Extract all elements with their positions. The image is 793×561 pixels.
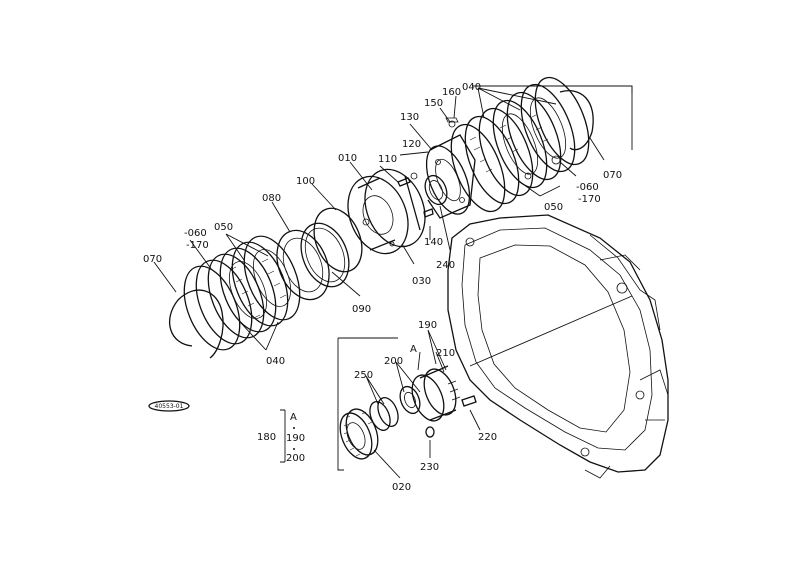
callout-170-left: -170 — [186, 240, 209, 251]
callout-020: 020 — [392, 482, 411, 493]
callout-240: 240 — [436, 260, 455, 271]
piston-housing — [425, 134, 476, 219]
clutch-drum — [347, 168, 426, 255]
legend-item-190: 190 — [286, 433, 305, 444]
gear-020 — [339, 408, 379, 460]
seal-rings-250 — [369, 397, 399, 431]
seal-ring — [424, 174, 448, 206]
ring-090 — [300, 222, 350, 288]
callout-130: 130 — [400, 112, 419, 123]
snap-ring-100 — [313, 207, 363, 273]
callout-080: 080 — [262, 193, 281, 204]
callout-180: 180 — [257, 432, 276, 443]
callout-060-left: -060 — [184, 228, 207, 239]
callout-230: 230 — [420, 462, 439, 473]
legend-item-200: 200 — [286, 453, 305, 464]
callout-010: 010 — [338, 153, 357, 164]
callout-070-left: 070 — [143, 254, 162, 265]
leader-lines — [153, 85, 633, 479]
small-fittings — [397, 117, 459, 218]
callout-190: 190 — [418, 320, 437, 331]
callout-220: 220 — [478, 432, 497, 443]
callout-070-right: 070 — [603, 170, 622, 181]
legend-item-a: A — [290, 412, 297, 423]
shaft-assembly — [399, 365, 477, 422]
callout-110: 110 — [378, 154, 397, 165]
callout-160: 160 — [442, 87, 461, 98]
callout-150: 150 — [424, 98, 443, 109]
drawing-number-text: 40553-01 — [155, 403, 184, 410]
callout-060-right: -060 — [576, 182, 599, 193]
nut-230 — [425, 426, 435, 438]
callout-050-left: 050 — [214, 222, 233, 233]
right-clutch-pack — [450, 76, 594, 213]
drawing-number-tag: 40553-01 — [148, 400, 190, 412]
callout-210: 210 — [436, 348, 455, 359]
callout-250: 250 — [354, 370, 373, 381]
callout-170-right: -170 — [578, 194, 601, 205]
set-legend: A 190 200 — [286, 412, 305, 464]
snap-ring-070-left — [168, 289, 224, 359]
callout-140: 140 — [424, 237, 443, 248]
callout-100: 100 — [296, 176, 315, 187]
callout-040-top: 040 — [462, 82, 481, 93]
callout-120: 120 — [402, 139, 421, 150]
transmission-case — [447, 214, 669, 479]
callout-050-right: 050 — [544, 202, 563, 213]
callout-a-mid: A — [410, 344, 417, 355]
callout-030: 030 — [412, 276, 431, 287]
callout-200: 200 — [384, 356, 403, 367]
callout-090: 090 — [352, 304, 371, 315]
callout-040-bottom: 040 — [266, 356, 285, 367]
callout-labels: 040 160 150 130 120 110 010 100 080 050 … — [143, 82, 622, 493]
